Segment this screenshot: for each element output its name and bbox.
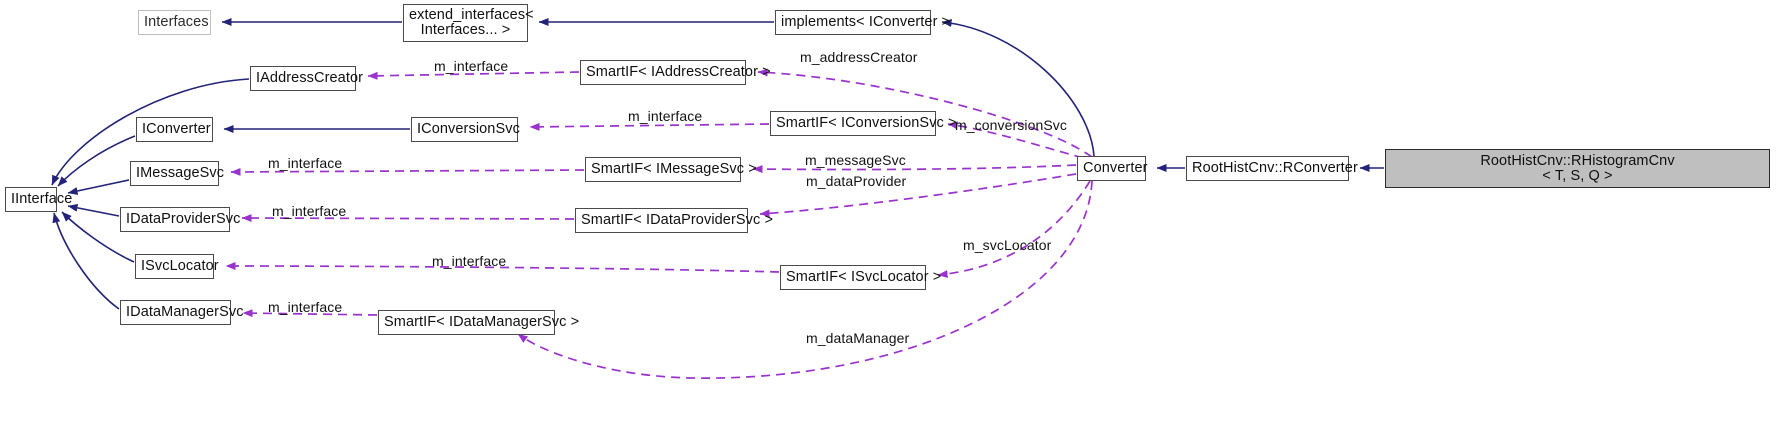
node-label: SmartIF< IConversionSvc >	[776, 115, 957, 131]
node-idataprovidersvc[interactable]: IDataProviderSvc	[120, 207, 241, 232]
edge-label-m-conversionsvc: m_conversionSvc	[955, 117, 1067, 133]
node-label: SmartIF< IDataProviderSvc >	[581, 212, 774, 228]
node-label: SmartIF< IAddressCreator >	[586, 64, 771, 80]
node-label: Converter	[1083, 160, 1148, 176]
edge-label-m-interface-dataprovidersvc: m_interface	[272, 203, 347, 219]
node-label: extend_interfaces< Interfaces... >	[409, 7, 534, 38]
node-iaddresscreator[interactable]: IAddressCreator	[250, 66, 364, 91]
node-label: SmartIF< IMessageSvc >	[591, 161, 757, 177]
node-label: RootHistCnv::RHistogramCnv < T, S, Q >	[1480, 152, 1675, 184]
edge-label-m-interface-datamanagersvc: m_interface	[268, 299, 343, 315]
edge-label-m-datamanager: m_dataManager	[806, 330, 910, 346]
node-label: SmartIF< IDataManagerSvc >	[384, 314, 580, 330]
node-interfaces[interactable]: Interfaces	[138, 10, 211, 35]
node-iconversionsvc[interactable]: IConversionSvc	[411, 117, 520, 142]
node-label: Interfaces	[144, 14, 209, 30]
edge-label-m-addresscreator: m_addressCreator	[800, 49, 918, 65]
node-rootHistCnv-rconverter[interactable]: RootHistCnv::RConverter	[1186, 156, 1358, 181]
node-label: IInterface	[11, 191, 73, 207]
node-extend-interfaces[interactable]: extend_interfaces< Interfaces... >	[403, 4, 534, 42]
node-smartif-idatamanagersvc[interactable]: SmartIF< IDataManagerSvc >	[378, 310, 580, 335]
edge-label-m-interface-addresscreator: m_interface	[434, 58, 509, 74]
node-smartif-isvclocator[interactable]: SmartIF< ISvcLocator >	[780, 265, 942, 290]
node-label: SmartIF< ISvcLocator >	[786, 269, 942, 285]
edge-label-m-interface-messagesvc: m_interface	[268, 155, 343, 171]
node-label: IDataProviderSvc	[126, 211, 241, 227]
node-smartif-idataprovidersvc[interactable]: SmartIF< IDataProviderSvc >	[575, 208, 774, 233]
edge-label-m-svclocator: m_svcLocator	[963, 237, 1052, 253]
node-label: IMessageSvc	[136, 165, 225, 181]
node-smartif-iconversionsvc[interactable]: SmartIF< IConversionSvc >	[770, 111, 957, 136]
node-label: IAddressCreator	[256, 70, 364, 86]
node-isvclocator[interactable]: ISvcLocator	[135, 254, 219, 279]
node-label: IConversionSvc	[417, 121, 520, 137]
node-label: RootHistCnv::RConverter	[1192, 160, 1358, 176]
node-smartif-imessagesvc[interactable]: SmartIF< IMessageSvc >	[585, 157, 757, 182]
node-label: implements< IConverter >	[781, 14, 951, 30]
node-iinterface[interactable]: IInterface	[5, 187, 73, 212]
node-iconverter[interactable]: IConverter	[136, 117, 213, 142]
edge-label-m-interface-svclocator: m_interface	[432, 253, 507, 269]
node-rootHistCnv-rhistogramcnv[interactable]: RootHistCnv::RHistogramCnv < T, S, Q >	[1385, 149, 1770, 188]
node-label: IConverter	[142, 121, 211, 137]
edge-label-m-interface-conversionsvc: m_interface	[628, 108, 703, 124]
edge-label-m-messagesvc: m_messageSvc	[805, 152, 906, 168]
node-converter[interactable]: Converter	[1077, 156, 1148, 181]
node-label: IDataManagerSvc	[126, 304, 244, 320]
node-label: ISvcLocator	[141, 258, 219, 274]
node-idatamanagersvc[interactable]: IDataManagerSvc	[120, 300, 244, 325]
node-implements-iconverter[interactable]: implements< IConverter >	[775, 10, 951, 35]
edge-label-m-dataprovider: m_dataProvider	[806, 173, 907, 189]
node-smartif-iaddresscreator[interactable]: SmartIF< IAddressCreator >	[580, 60, 771, 85]
node-imessagesvc[interactable]: IMessageSvc	[130, 161, 225, 186]
